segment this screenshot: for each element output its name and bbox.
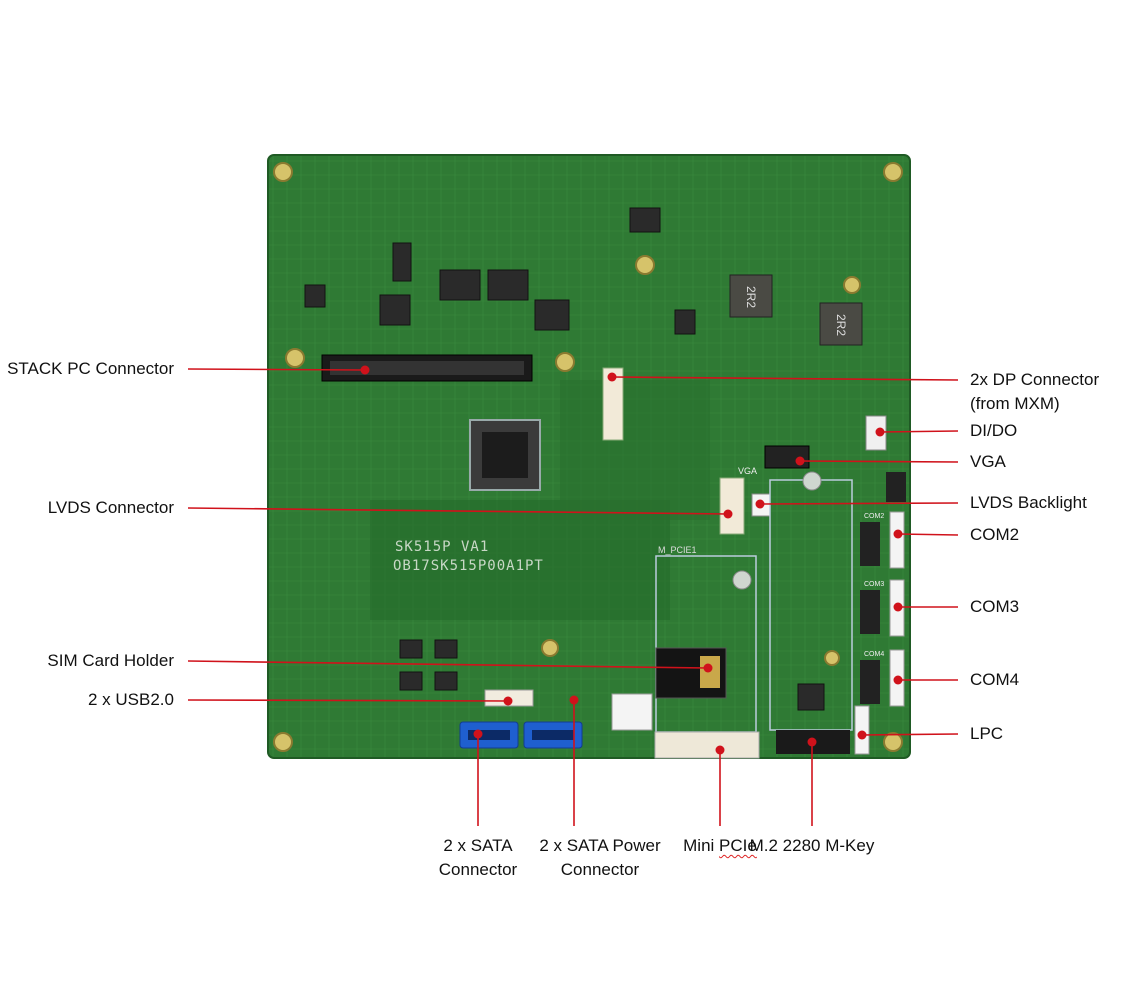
callout-line xyxy=(799,460,959,463)
soc-die xyxy=(482,432,528,478)
com2-header-shape xyxy=(860,522,880,566)
callout-dot xyxy=(360,365,370,375)
pcb-routing-area-2 xyxy=(560,380,710,520)
callout-label-right-5: COM3 xyxy=(970,597,1020,616)
inductor-label-1: 2R2 xyxy=(744,286,758,308)
lpc-header-shape xyxy=(854,705,870,755)
mpcie-marking: M_PCIE1 xyxy=(658,545,697,555)
sata-power-shape xyxy=(611,693,653,731)
dp-connector-shape xyxy=(602,367,624,441)
callout-label-right-0: 2x DP Connector (from MXM) xyxy=(970,370,1100,413)
mpcie-connector-shape xyxy=(654,731,760,759)
mount-hole xyxy=(843,276,861,294)
inductor xyxy=(729,274,773,318)
callout-line xyxy=(879,430,959,433)
lvds-connector-shape xyxy=(719,477,745,535)
callout-dot xyxy=(807,737,817,747)
callout-label-left-2: SIM Card Holder xyxy=(47,651,174,670)
com2-white-conn xyxy=(889,511,905,569)
callout-label-right-4: COM2 xyxy=(970,525,1020,544)
com3-header-shape xyxy=(860,590,880,634)
mount-hole xyxy=(635,255,655,275)
mount-hole xyxy=(555,352,575,372)
com4-header-shape xyxy=(860,660,880,704)
silkscreen-line2: OB17SK515P00A1PT xyxy=(393,558,544,574)
callout-line xyxy=(611,376,959,381)
callout-label-bottom-3: M.2 2280 M-Key xyxy=(749,836,875,855)
callout-dot xyxy=(723,509,733,519)
com2-marking: COM2 xyxy=(864,513,884,520)
callout-dot xyxy=(569,695,579,705)
inductor xyxy=(819,302,863,346)
callout-line xyxy=(187,699,509,702)
callout-lines xyxy=(187,365,959,826)
callout-label-right-1: DI/DO xyxy=(970,421,1018,440)
mount-hole xyxy=(273,732,293,752)
mounting-holes xyxy=(273,162,903,752)
inductor-label-2: 2R2 xyxy=(834,314,848,336)
callout-label-bottom-2: Mini PCIe xyxy=(683,836,757,855)
squiggle-word: PCIe xyxy=(719,836,757,855)
callout-dot xyxy=(503,696,513,706)
callout-line xyxy=(187,368,366,371)
callout-dot xyxy=(473,729,483,739)
mount-hole xyxy=(285,348,305,368)
callout-dot xyxy=(703,663,713,673)
callout-label-bottom-0: 2 x SATA Connector xyxy=(438,836,518,879)
mount-hole xyxy=(883,732,903,752)
ic-chips xyxy=(304,207,825,711)
callout-line xyxy=(897,533,959,536)
mount-hole xyxy=(541,639,559,657)
callout-dot xyxy=(893,675,903,685)
callout-dot xyxy=(875,427,885,437)
callout-dot xyxy=(715,745,725,755)
callout-label-right-7: LPC xyxy=(970,724,1004,743)
vga-marking: VGA xyxy=(738,466,757,476)
callout-line xyxy=(759,502,959,505)
callout-dot xyxy=(893,529,903,539)
com4-marking: COM4 xyxy=(864,651,884,658)
callout-label-right-3: LVDS Backlight xyxy=(970,493,1087,512)
callout-label-left-3: 2 x USB2.0 xyxy=(88,690,174,709)
callout-dot xyxy=(755,499,765,509)
mount-hole xyxy=(824,650,840,666)
silkscreen-line1: SK515P VA1 xyxy=(395,539,489,555)
callout-label-left-1: LVDS Connector xyxy=(47,498,174,517)
callout-dot xyxy=(893,602,903,612)
callout-dot xyxy=(857,730,867,740)
callout-line xyxy=(861,733,959,736)
com3-marking: COM3 xyxy=(864,581,884,588)
callout-line xyxy=(187,507,729,515)
callout-label-right-6: COM4 xyxy=(970,670,1020,689)
callout-dot xyxy=(607,372,617,382)
callout-dot xyxy=(795,456,805,466)
mount-hole xyxy=(883,162,903,182)
callout-label-left-0: STACK PC Connector xyxy=(7,359,174,378)
callout-label-right-2: VGA xyxy=(970,452,1006,471)
callout-label-bottom-1: 2 x SATA Power Connector xyxy=(539,836,661,879)
callout-line xyxy=(187,660,709,669)
mount-hole xyxy=(273,162,293,182)
